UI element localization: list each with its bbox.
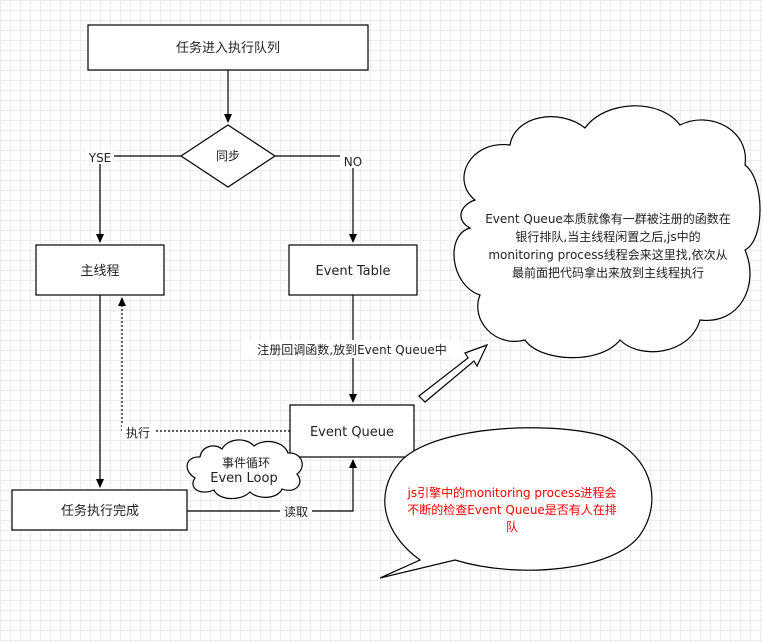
edge-label-read: 读取 xyxy=(284,505,308,519)
no-label-bg xyxy=(340,154,366,168)
monitor-speech-bubble: js引擎中的monitoring process进程会 不断的检查Event Q… xyxy=(379,427,653,579)
edge-label-yes: YSE xyxy=(88,151,112,165)
event-table-node[interactable]: Event Table xyxy=(288,244,418,296)
cloud-text-line3: monitoring process线程会来这里找,依次从 xyxy=(488,247,727,262)
start-node[interactable]: 任务进入执行队列 xyxy=(87,24,369,71)
cloud-text-line2: 银行排队,当主线程闲置之后,js中的 xyxy=(515,229,700,244)
bubble-text-line1: js引擎中的monitoring process进程会 xyxy=(406,485,616,500)
edge-label-register: 注册回调函数,放到Event Queue中 xyxy=(257,342,446,357)
sync-decision[interactable]: 同步 xyxy=(179,124,277,188)
cloud-text-line1: Event Queue本质就像有一群被注册的函数在 xyxy=(485,211,731,226)
edge-decision-yes xyxy=(96,155,181,243)
event-queue-callout-cloud: Event Queue本质就像有一群被注册的函数在 银行排队,当主线程闲置之后,… xyxy=(453,105,761,359)
register-label-bg xyxy=(242,340,462,358)
event-table-label: Event Table xyxy=(316,264,391,279)
edge-queue-execute xyxy=(118,297,290,432)
edge-label-execute: 执行 xyxy=(126,426,150,440)
edge-decision-no xyxy=(275,155,357,243)
event-loop-line2: Even Loop xyxy=(210,471,277,486)
sync-decision-label: 同步 xyxy=(216,149,240,163)
event-queue-node[interactable]: Event Queue xyxy=(289,404,415,458)
edge-done-read xyxy=(187,459,357,512)
event-loop-line1: 事件循环 xyxy=(222,456,270,470)
event-queue-label: Event Queue xyxy=(310,425,394,440)
task-done-label: 任务执行完成 xyxy=(61,503,139,519)
bubble-text-line2: 不断的检查Event Queue是否有人在排 xyxy=(407,502,617,517)
bubble-text-line3: 队 xyxy=(506,519,518,534)
main-thread-node[interactable]: 主线程 xyxy=(35,244,165,296)
cloud-text-line4: 最前面把代码拿出来放到主线程执行 xyxy=(512,265,704,280)
execute-label-bg xyxy=(122,424,154,440)
yes-label-bg xyxy=(86,150,114,164)
edge-label-no: NO xyxy=(344,155,362,169)
start-node-label: 任务进入执行队列 xyxy=(176,40,280,56)
block-arrow-to-cloud xyxy=(418,343,489,403)
event-loop-cloud: 事件循环 Even Loop xyxy=(186,439,303,500)
task-done-node[interactable]: 任务执行完成 xyxy=(11,489,188,531)
read-label-bg xyxy=(280,503,312,519)
main-thread-label: 主线程 xyxy=(80,264,119,279)
